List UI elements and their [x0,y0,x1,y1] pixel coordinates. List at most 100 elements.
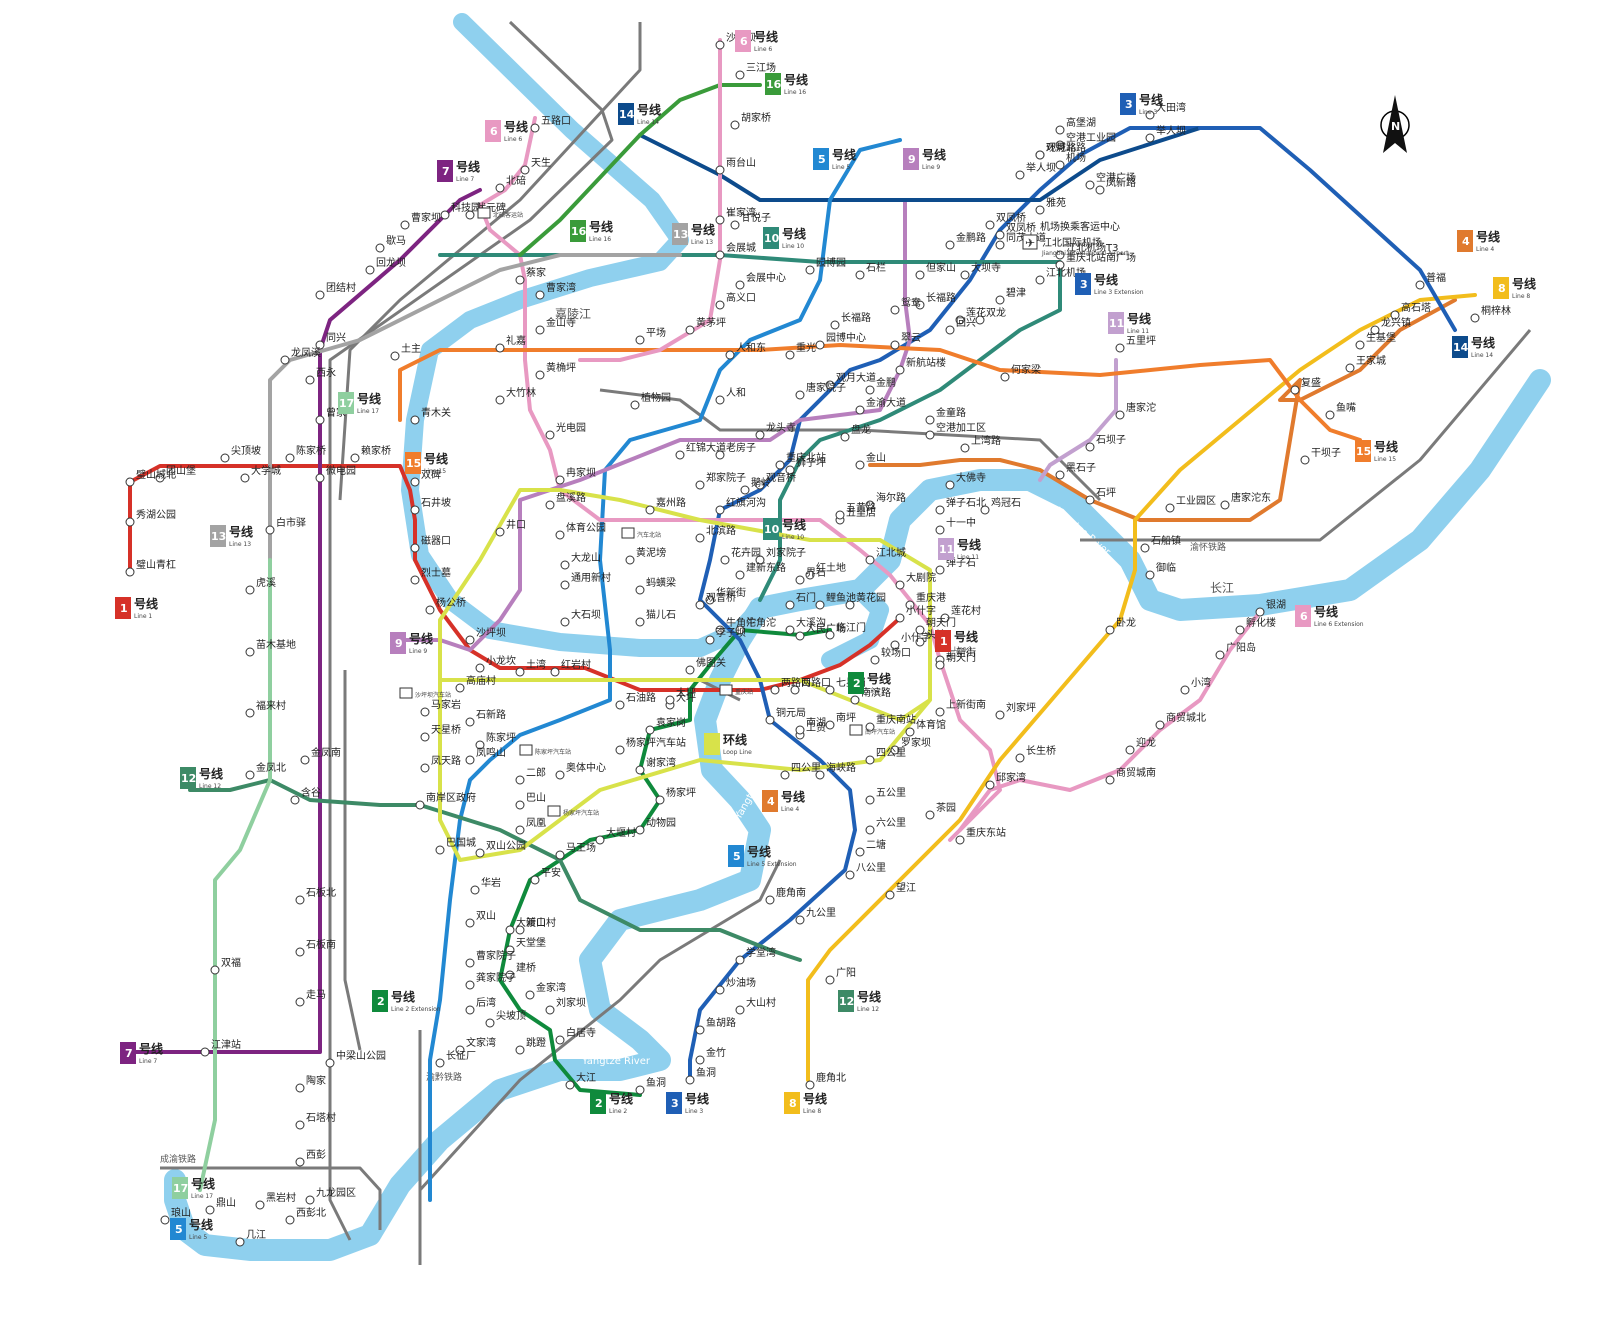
station-dot[interactable] [755,480,765,490]
station-dot[interactable] [285,453,295,463]
station-dot[interactable] [560,560,570,570]
station-dot[interactable] [995,295,1005,305]
station-dot[interactable] [975,315,985,325]
station-dot[interactable] [1125,745,1135,755]
station-dot[interactable] [1145,133,1155,143]
station-dot[interactable] [495,183,505,193]
station-dot[interactable] [955,835,965,845]
station-dot[interactable] [265,525,275,535]
station-dot[interactable] [940,613,950,623]
station-dot[interactable] [780,770,790,780]
station-dot[interactable] [410,505,420,515]
station-dot[interactable] [550,667,560,677]
station-dot[interactable] [755,430,765,440]
station-dot[interactable] [945,240,955,250]
station-dot[interactable] [595,835,605,845]
station-dot[interactable] [295,1157,305,1167]
station-dot[interactable] [635,585,645,595]
station-dot[interactable] [915,270,925,280]
station-dot[interactable] [935,565,945,575]
station-dot[interactable] [865,755,875,765]
station-dot[interactable] [735,570,745,580]
station-dot[interactable] [465,1005,475,1015]
station-dot[interactable] [935,707,945,717]
station-dot[interactable] [905,727,915,737]
station-dot[interactable] [515,925,525,935]
station-dot[interactable] [645,725,655,735]
station-dot[interactable] [1085,495,1095,505]
station-dot[interactable] [830,320,840,330]
station-dot[interactable] [955,315,965,325]
station-dot[interactable] [530,123,540,133]
station-dot[interactable] [735,1005,745,1015]
station-dot[interactable] [685,1075,695,1085]
station-dot[interactable] [625,555,635,565]
station-dot[interactable] [415,800,425,810]
station-dot[interactable] [925,415,935,425]
station-dot[interactable] [705,635,715,645]
station-dot[interactable] [545,430,555,440]
station-dot[interactable] [695,533,705,543]
station-dot[interactable] [885,890,895,900]
station-dot[interactable] [695,480,705,490]
station-dot[interactable] [795,915,805,925]
station-dot[interactable] [695,600,705,610]
station-dot[interactable] [245,647,255,657]
station-dot[interactable] [960,443,970,453]
station-dot[interactable] [815,340,825,350]
station-dot[interactable] [295,947,305,957]
station-dot[interactable] [870,655,880,665]
station-dot[interactable] [1345,363,1355,373]
station-dot[interactable] [715,40,725,50]
station-dot[interactable] [555,1035,565,1045]
station-dot[interactable] [515,800,525,810]
station-dot[interactable] [410,543,420,553]
station-dot[interactable] [455,683,465,693]
station-dot[interactable] [435,845,445,855]
station-dot[interactable] [240,473,250,483]
station-dot[interactable] [245,770,255,780]
station-dot[interactable] [725,350,735,360]
station-dot[interactable] [305,1195,315,1205]
station-dot[interactable] [420,732,430,742]
station-dot[interactable] [350,453,360,463]
station-dot[interactable] [300,755,310,765]
station-dot[interactable] [985,220,995,230]
station-dot[interactable] [865,555,875,565]
station-dot[interactable] [1000,372,1010,382]
station-dot[interactable] [795,631,805,641]
station-dot[interactable] [565,1080,575,1090]
station-dot[interactable] [305,375,315,385]
station-dot[interactable] [695,1055,705,1065]
station-dot[interactable] [1145,570,1155,580]
station-dot[interactable] [155,473,165,483]
station-dot[interactable] [515,667,525,677]
station-dot[interactable] [630,400,640,410]
station-dot[interactable] [1255,607,1265,617]
station-dot[interactable] [555,850,565,860]
station-dot[interactable] [1470,313,1480,323]
station-dot[interactable] [475,848,485,858]
station-dot[interactable] [400,220,410,230]
station-dot[interactable] [365,265,375,275]
station-dot[interactable] [995,230,1005,240]
station-dot[interactable] [835,510,845,520]
station-dot[interactable] [895,580,905,590]
station-dot[interactable] [740,485,750,495]
station-dot[interactable] [295,997,305,1007]
